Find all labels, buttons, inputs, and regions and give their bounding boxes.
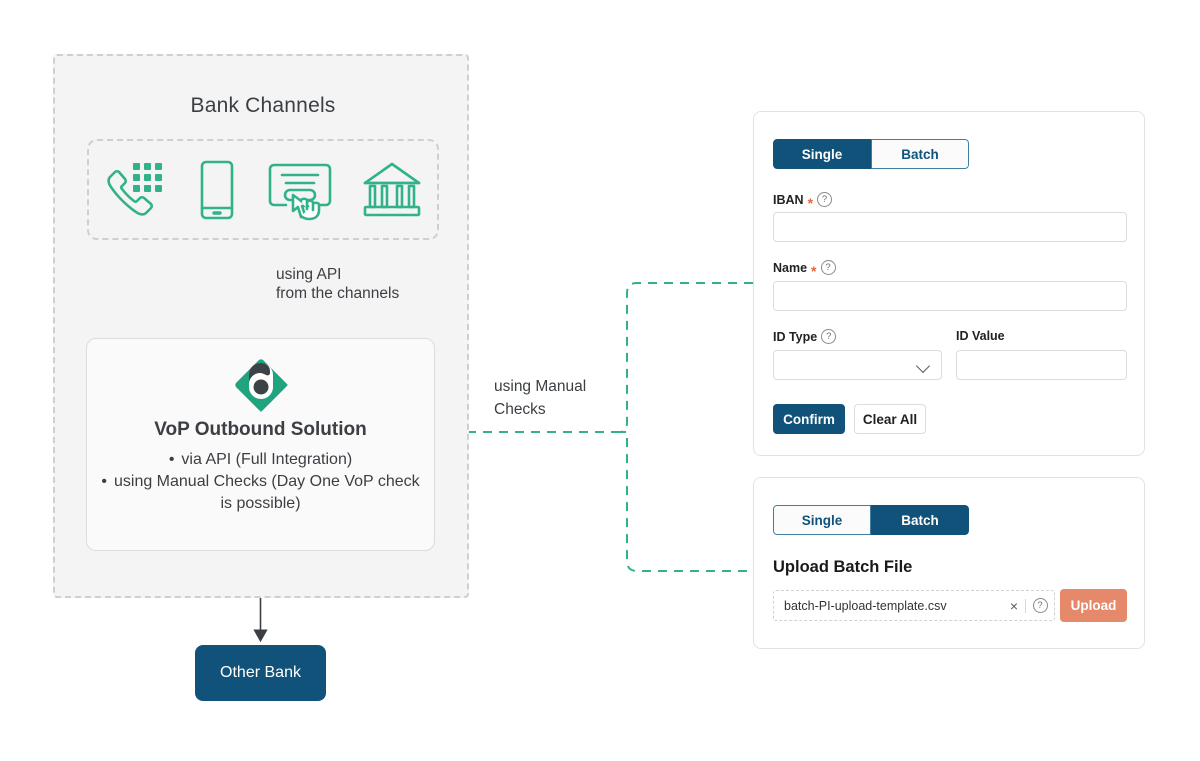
divider — [1025, 598, 1026, 613]
single-check-panel: Single Batch IBAN * ? Name * ? ID Type ?… — [753, 111, 1145, 456]
vop-bullet-list: via API (Full Integration) using Manual … — [87, 449, 434, 515]
bracket-manual-checks — [619, 282, 753, 572]
iban-help-icon[interactable]: ? — [817, 192, 833, 207]
id-type-select[interactable] — [773, 350, 942, 380]
selected-file-chip: batch-PI-upload-template.csv × ? — [773, 590, 1055, 621]
iban-input[interactable] — [773, 212, 1127, 242]
name-label-text: Name — [773, 260, 808, 275]
tab-batch[interactable]: Batch — [871, 505, 969, 535]
label-using-api: using API from the channels — [276, 266, 400, 302]
confirm-button[interactable]: Confirm — [773, 404, 845, 434]
id-type-label-text: ID Type — [773, 329, 818, 344]
file-help-glyph: ? — [1032, 598, 1048, 613]
other-bank-label: Other Bank — [220, 664, 301, 681]
file-help-icon[interactable]: ? — [1026, 598, 1054, 613]
id-value-label-text: ID Value — [956, 329, 1005, 343]
selected-file-name: batch-PI-upload-template.csv — [784, 598, 947, 613]
single-panel-tabs: Single Batch — [773, 139, 969, 169]
name-help-icon[interactable]: ? — [820, 260, 836, 275]
clear-all-button[interactable]: Clear All — [854, 404, 926, 434]
tab-single[interactable]: Single — [773, 139, 871, 169]
batch-panel-tabs: Single Batch — [773, 505, 969, 535]
upload-batch-file-heading: Upload Batch File — [773, 558, 913, 576]
online-banking-click-icon — [268, 159, 332, 221]
iban-label: IBAN * ? — [773, 192, 833, 210]
close-icon[interactable]: × — [1009, 597, 1019, 614]
mobile-phone-icon — [194, 159, 240, 221]
batch-upload-panel: Single Batch Upload Batch File batch-PI-… — [753, 477, 1145, 649]
other-bank-node: Other Bank — [195, 645, 326, 701]
vop-title: VoP Outbound Solution — [154, 419, 367, 440]
id-value-label: ID Value — [956, 329, 1005, 343]
tab-batch[interactable]: Batch — [871, 139, 969, 169]
vop-bullet-item: via API (Full Integration) — [87, 449, 434, 471]
id-type-help-icon[interactable]: ? — [821, 329, 837, 344]
vop-outbound-solution-card: VoP Outbound Solution via API (Full Inte… — [86, 338, 435, 551]
id-value-input[interactable] — [956, 350, 1127, 380]
name-input[interactable] — [773, 281, 1127, 311]
upload-button[interactable]: Upload — [1060, 589, 1127, 622]
bank-building-icon — [361, 159, 423, 221]
label-using-manual-checks: using Manual Checks — [494, 378, 587, 418]
id-type-label: ID Type ? — [773, 329, 837, 344]
name-label: Name * ? — [773, 260, 836, 278]
bank-channels-icon-row — [87, 139, 439, 240]
chevron-down-icon — [915, 358, 931, 374]
phone-keypad-icon — [103, 159, 165, 221]
iban-label-text: IBAN — [773, 192, 804, 207]
vop-brand-logo — [87, 357, 434, 413]
tab-single[interactable]: Single — [773, 505, 871, 535]
bank-channels-title: Bank Channels — [190, 94, 336, 117]
vop-bullet-item: using Manual Checks (Day One VoP check i… — [87, 471, 434, 515]
